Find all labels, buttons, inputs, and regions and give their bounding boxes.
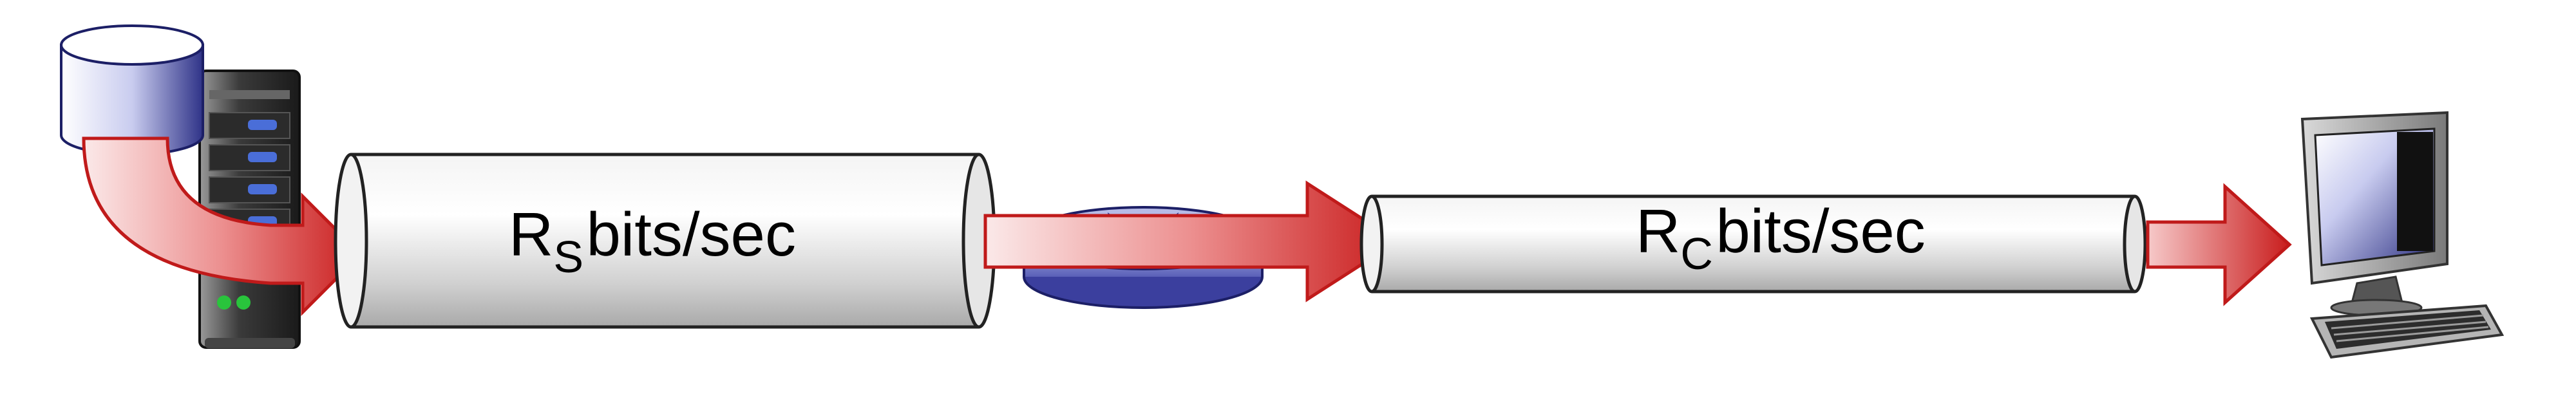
- server-link-rate-symbol: R: [509, 200, 554, 269]
- server-icon: [198, 70, 301, 349]
- server-link-rate-subscript: S: [553, 232, 584, 282]
- database-icon: [60, 24, 204, 156]
- client-link-rate-unit: bits/sec: [1716, 197, 1926, 266]
- pipe-server-link: [334, 153, 996, 329]
- desktop-computer-icon: [2300, 111, 2448, 317]
- data-flow-arrow-curved: [82, 136, 363, 317]
- pipe-client-link: [1359, 194, 2147, 294]
- client-link-rate-subscript: C: [1680, 228, 1713, 279]
- client-link-rate-symbol: R: [1636, 197, 1681, 266]
- server-link-rate-unit: bits/sec: [586, 200, 796, 269]
- data-flow-arrow-middle: [983, 180, 1401, 303]
- server-link-rate-label: RS bits/sec: [509, 200, 796, 283]
- keyboard-icon: [2309, 304, 2505, 359]
- client-link-rate-label: RC bits/sec: [1636, 196, 1926, 279]
- data-flow-arrow-right: [2146, 183, 2292, 306]
